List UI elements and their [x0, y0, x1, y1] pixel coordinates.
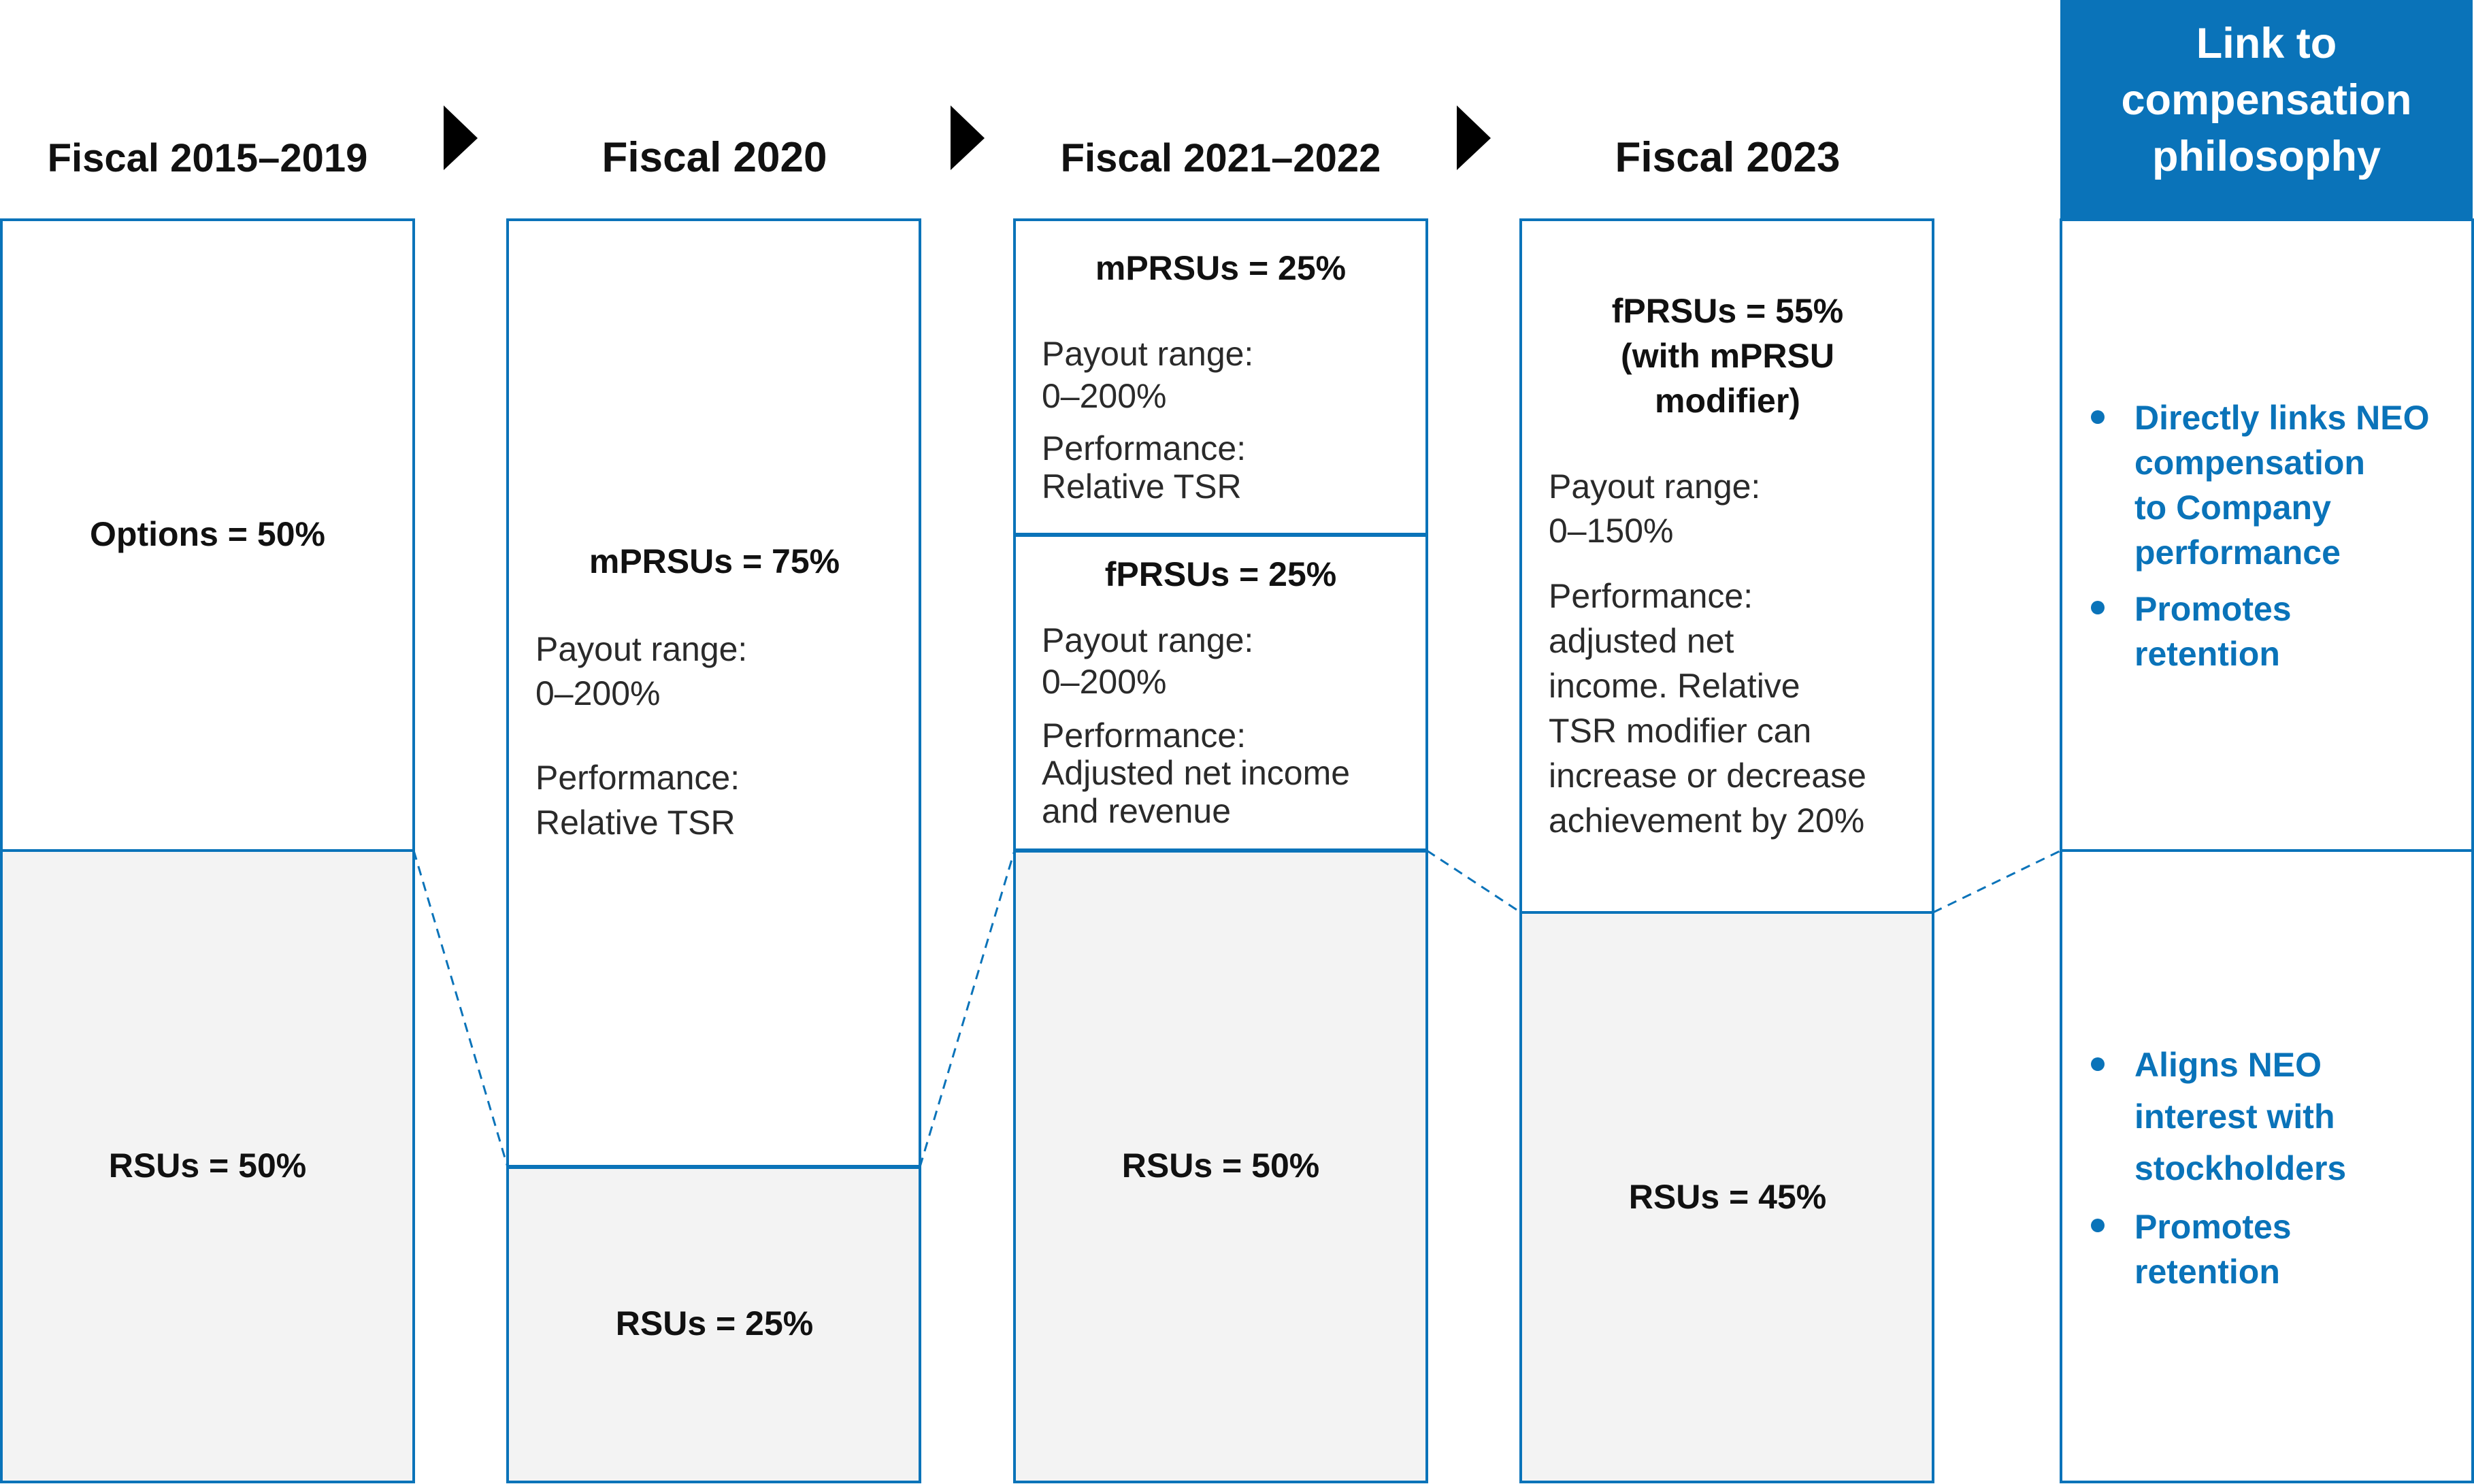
link-header-box — [2060, 0, 2473, 220]
performance-line-2023: Performance: — [1549, 577, 1753, 615]
column-header-fiscal-2023: Fiscal 2023 — [1615, 134, 1841, 181]
performance-line-2023: adjusted net — [1549, 622, 1734, 660]
rsus-title-2023: RSUs = 45% — [1629, 1178, 1826, 1216]
rsus-box-2020 — [506, 1166, 921, 1483]
fprsus-box-2023 — [1519, 218, 1934, 914]
rsus-box-2021-2022 — [1013, 849, 1428, 1483]
options-box — [0, 218, 415, 852]
bullet-dot-icon — [2091, 601, 2105, 614]
link-bullet-text: stockholders — [2134, 1149, 2346, 1187]
link-header-line1: Link to — [2196, 20, 2337, 67]
fprsus-title-line3-2023: modifier) — [1655, 382, 1800, 420]
link-bottom-box — [2060, 849, 2474, 1483]
link-bullet-text: Promotes — [2134, 1208, 2292, 1246]
link-top-box — [2060, 218, 2474, 852]
options-title: Options = 50% — [90, 515, 325, 553]
fprsus-payout-label-2021: Payout range: — [1042, 621, 1253, 659]
connector-line — [1932, 849, 2062, 914]
arrow-right-icon — [951, 105, 985, 170]
fprsus-performance-line2-2021: and revenue — [1042, 792, 1231, 830]
link-header-line3: philosophy — [2152, 133, 2381, 180]
fprsus-performance-label-2021: Performance: — [1042, 716, 1246, 755]
performance-value-2020: Relative TSR — [535, 804, 736, 842]
link-bullet-text: Aligns NEO — [2134, 1046, 2322, 1084]
fprsus-performance-line1-2021: Adjusted net income — [1042, 754, 1350, 792]
connector-line — [412, 850, 509, 1168]
column-header-fiscal-2021-2022: Fiscal 2021–2022 — [1061, 136, 1381, 180]
column-header-fiscal-2015-2019: Fiscal 2015–2019 — [48, 136, 368, 180]
fprsus-title-2021-2022: fPRSUs = 25% — [1105, 555, 1336, 593]
bullet-dot-icon — [2091, 1219, 2105, 1232]
payout-label-2020: Payout range: — [535, 630, 747, 668]
rsus-box-2023 — [1519, 911, 1934, 1483]
link-bullet-text: performance — [2134, 533, 2341, 572]
link-header-line2: compensation — [2121, 76, 2411, 124]
link-bullet-text: compensation — [2134, 444, 2365, 482]
link-bullet-text: retention — [2134, 1253, 2280, 1291]
payout-label-2023: Payout range: — [1549, 467, 1760, 506]
performance-line-2023: achievement by 20% — [1549, 802, 1864, 840]
mprsus-title-2020: mPRSUs = 75% — [589, 542, 840, 580]
mprsus-performance-value-2021: Relative TSR — [1042, 467, 1242, 506]
column-header-fiscal-2020: Fiscal 2020 — [602, 134, 827, 181]
arrow-right-icon — [444, 105, 478, 170]
mprsus-performance-label-2021: Performance: — [1042, 429, 1246, 467]
link-bullet-text: interest with — [2134, 1098, 2335, 1136]
fprsus-box-2021-2022 — [1013, 533, 1428, 852]
performance-line-2023: TSR modifier can — [1549, 712, 1811, 750]
rsus-box-2015-2019 — [0, 849, 415, 1483]
rsus-title-2015-2019: RSUs = 50% — [109, 1147, 306, 1185]
rsus-title-2021-2022: RSUs = 50% — [1122, 1147, 1319, 1185]
mprsus-box-2020 — [506, 218, 921, 1168]
rsus-title-2020: RSUs = 25% — [616, 1304, 813, 1342]
fprsus-title-line1-2023: fPRSUs = 55% — [1612, 292, 1843, 330]
connector-line — [919, 850, 1016, 1168]
performance-line-2023: income. Relative — [1549, 667, 1800, 705]
mprsus-box-2021-2022 — [1013, 218, 1428, 536]
mprsus-payout-value-2021: 0–200% — [1042, 377, 1167, 415]
connector-line — [1426, 849, 1521, 914]
performance-line-2023: increase or decrease — [1549, 757, 1866, 795]
bullet-dot-icon — [2091, 1057, 2105, 1071]
bullet-dot-icon — [2091, 410, 2105, 424]
fprsus-payout-value-2021: 0–200% — [1042, 663, 1167, 701]
link-bullet-text: to Company — [2134, 489, 2331, 527]
arrow-right-icon — [1457, 105, 1491, 170]
payout-value-2020: 0–200% — [535, 674, 661, 712]
link-bullet-text: Directly links NEO — [2134, 399, 2430, 437]
fprsus-title-line2-2023: (with mPRSU — [1621, 337, 1834, 375]
performance-label-2020: Performance: — [535, 759, 740, 797]
mprsus-title-2021-2022: mPRSUs = 25% — [1095, 249, 1346, 287]
payout-value-2023: 0–150% — [1549, 512, 1674, 550]
link-bullet-text: Promotes — [2134, 590, 2292, 628]
link-bullet-text: retention — [2134, 635, 2280, 673]
mprsus-payout-label-2021: Payout range: — [1042, 335, 1253, 373]
